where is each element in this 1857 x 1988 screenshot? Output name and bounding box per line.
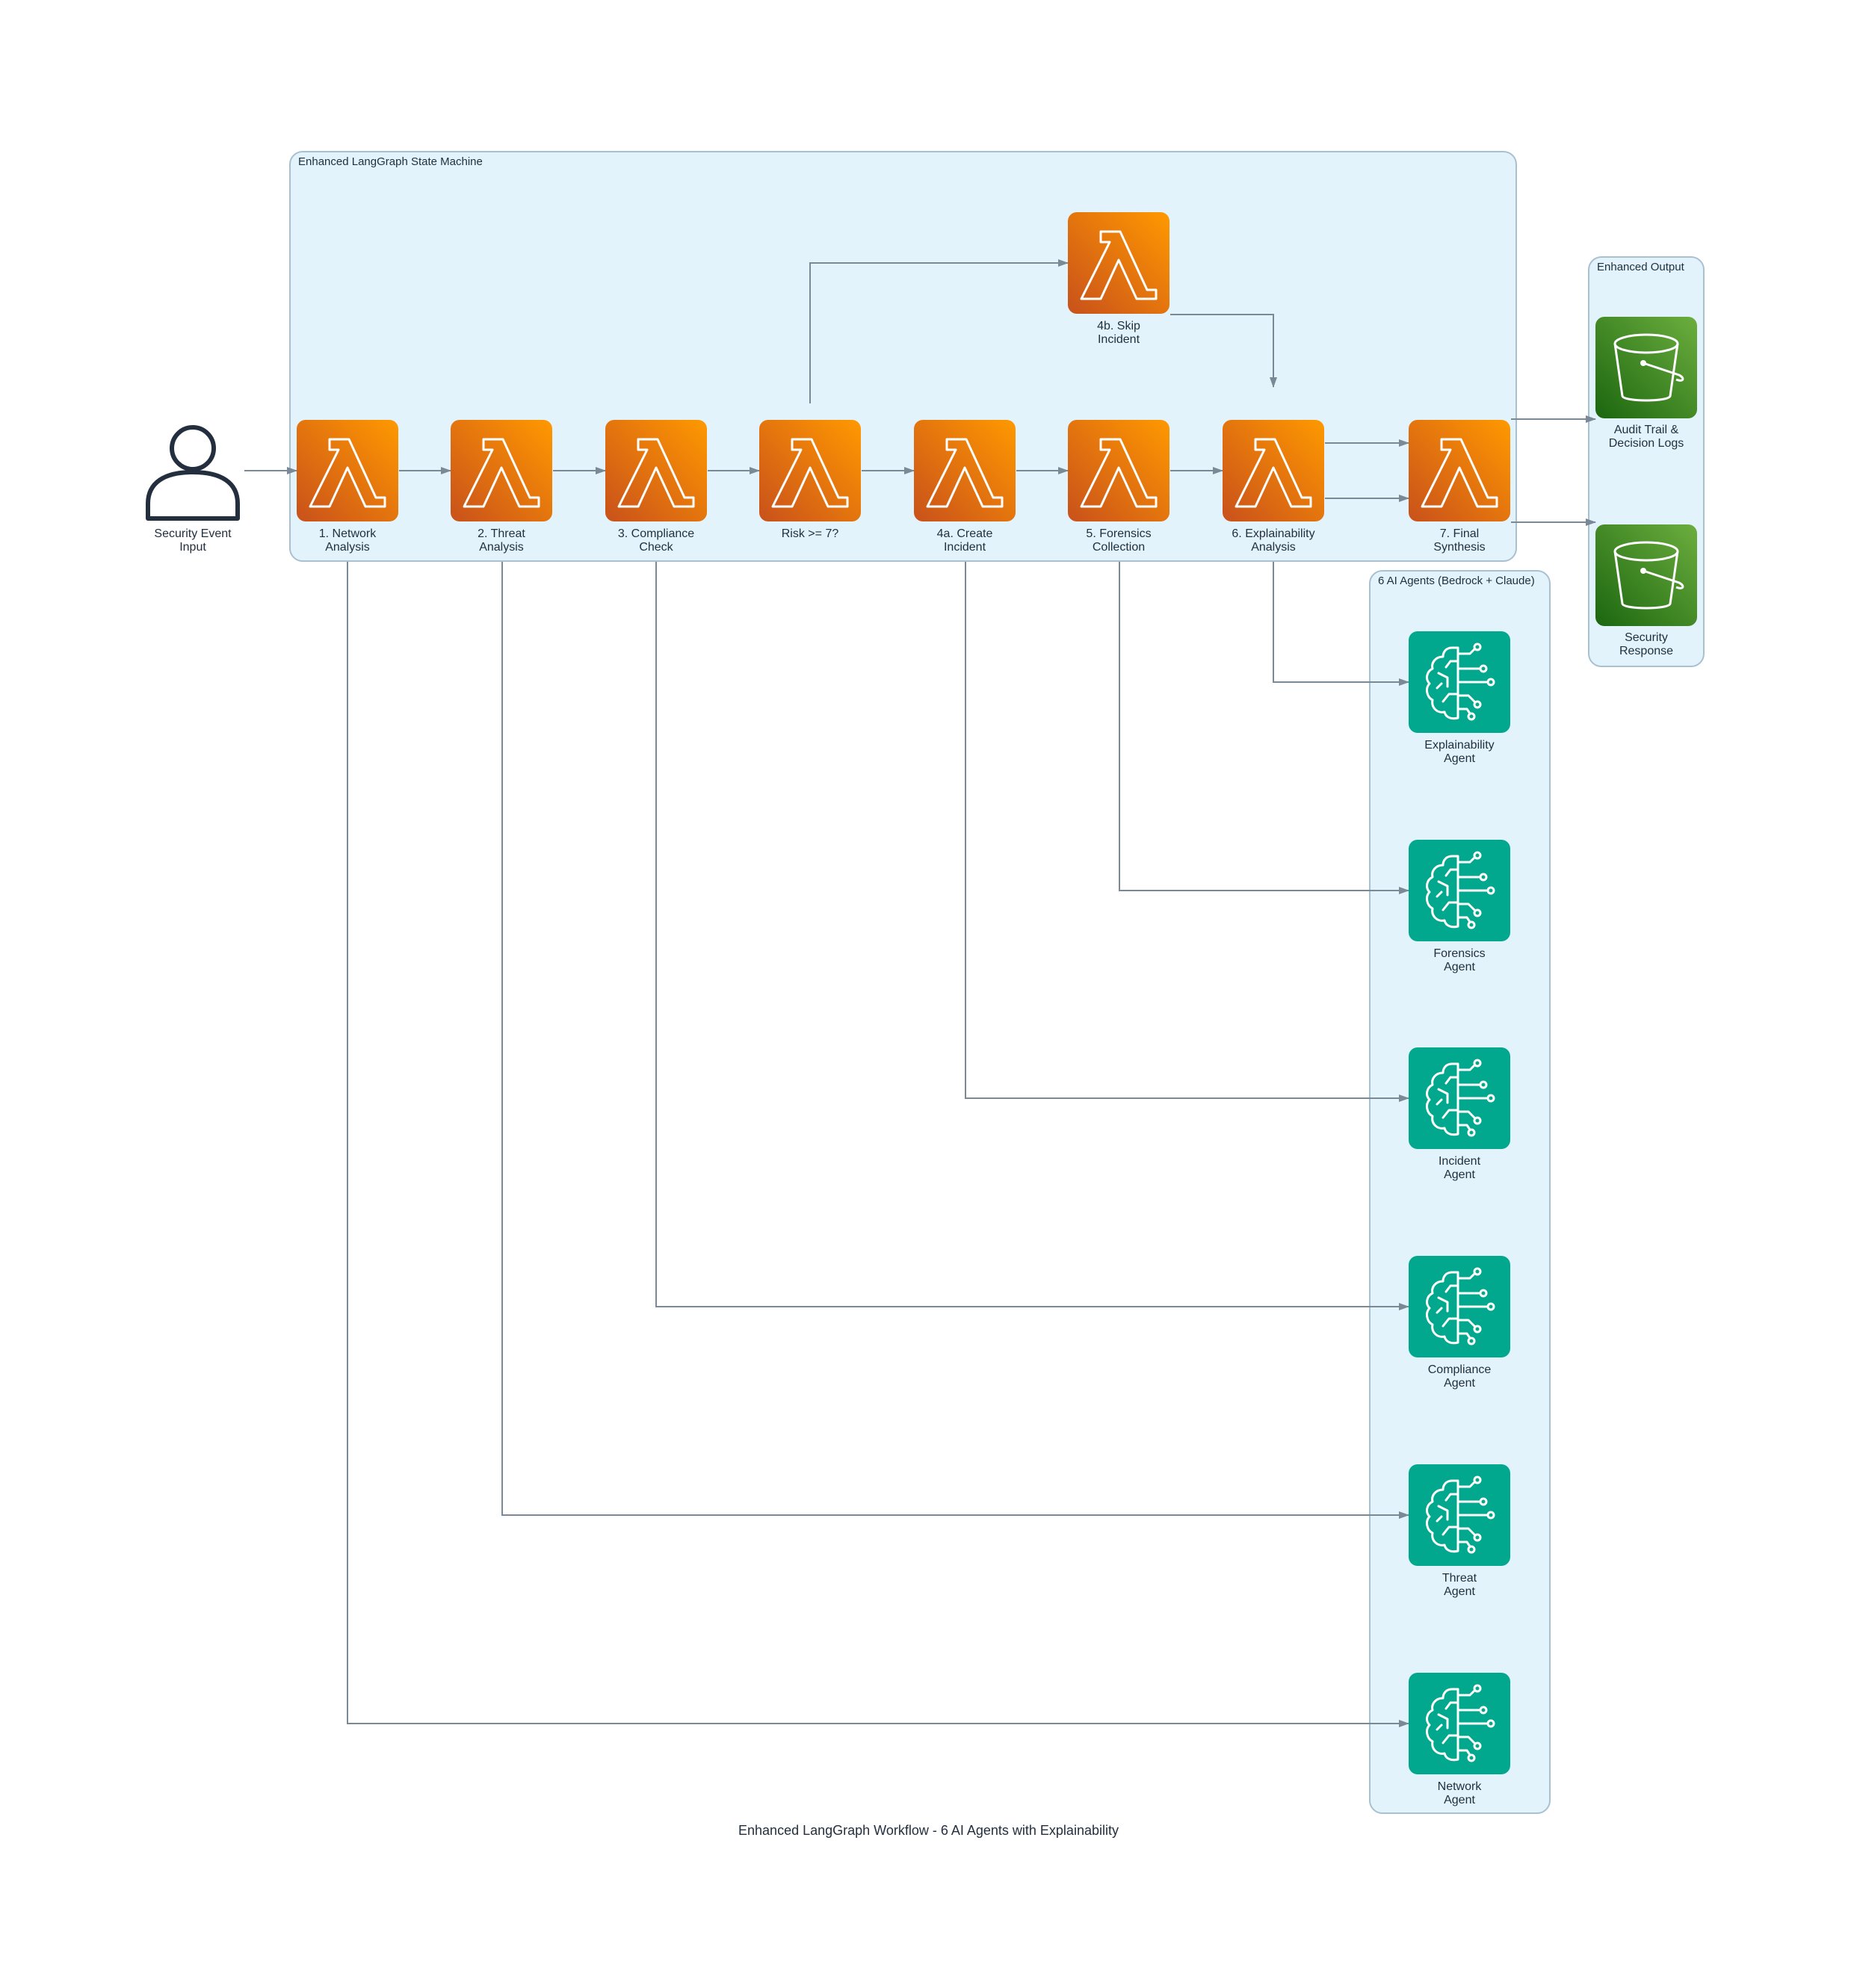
diagram-caption: Enhanced LangGraph Workflow - 6 AI Agent… [738,1823,1119,1838]
network-agent-label: Network Agent [1437,1780,1482,1806]
incident-agent-node[interactable] [1409,1047,1510,1149]
network-agent-node[interactable] [1409,1673,1510,1774]
threat-analysis-label: 2. Threat Analysis [478,527,525,554]
forensics-agent-label: Forensics Agent [1433,947,1486,973]
lambda-icon [1080,230,1158,300]
brain-circuit-icon [1426,1684,1495,1762]
lambda-icon [1421,438,1498,508]
forensics-agent-node[interactable] [1409,840,1510,941]
compliance-check-node[interactable] [605,420,707,521]
explainability-analysis-node[interactable] [1223,420,1324,521]
skip-incident-node[interactable] [1068,212,1169,314]
final-synthesis-node[interactable] [1409,420,1510,521]
forensics-collection-label: 5. Forensics Collection [1086,527,1152,554]
lambda-icon [309,438,386,508]
edge-threat-agent [501,562,1409,1519]
explainability-analysis-label: 6. Explainability Analysis [1232,527,1315,554]
audit-trail-node[interactable] [1595,317,1697,418]
lambda-icon [1080,438,1158,508]
user-icon [146,425,240,521]
edge-skip-explainability [1170,314,1277,388]
agents-cluster: 6 AI Agents (Bedrock + Claude) [1369,570,1551,1814]
security-event-input-label: Security Event Input [154,527,232,554]
explainability-agent-node[interactable] [1409,631,1510,733]
s3-bucket-icon [1613,541,1684,610]
edge-compliance-agent [655,562,1409,1310]
compliance-check-label: 3. Compliance Check [617,527,695,554]
lambda-icon [926,438,1004,508]
edge-network-agent [347,562,1409,1727]
s3-bucket-icon [1613,333,1684,402]
lambda-icon [617,438,695,508]
state-machine-cluster-title: Enhanced LangGraph State Machine [298,155,483,168]
compliance-agent-label: Compliance Agent [1427,1363,1492,1390]
security-response-label: Security Response [1619,631,1674,657]
network-analysis-node[interactable] [297,420,398,521]
threat-agent-node[interactable] [1409,1464,1510,1566]
audit-trail-label: Audit Trail & Decision Logs [1608,424,1684,450]
security-event-input-node[interactable] [142,420,244,521]
incident-agent-label: Incident Agent [1438,1155,1481,1181]
brain-circuit-icon [1426,1475,1495,1554]
edge-explainability-agent [1273,562,1409,686]
network-analysis-label: 1. Network Analysis [318,527,377,554]
brain-circuit-icon [1426,642,1495,721]
risk-decision-node[interactable] [759,420,861,521]
risk-decision-label: Risk >= 7? [781,527,839,540]
brain-circuit-icon [1426,1267,1495,1346]
create-incident-node[interactable] [914,420,1016,521]
threat-analysis-node[interactable] [451,420,552,521]
lambda-icon [771,438,849,508]
brain-circuit-icon [1426,851,1495,929]
brain-circuit-icon [1426,1059,1495,1137]
edge-incident-agent [965,562,1409,1102]
skip-incident-label: 4b. Skip Incident [1097,320,1140,346]
agents-cluster-title: 6 AI Agents (Bedrock + Claude) [1378,575,1535,587]
lambda-icon [1235,438,1312,508]
compliance-agent-node[interactable] [1409,1256,1510,1357]
final-synthesis-label: 7. Final Synthesis [1433,527,1486,554]
security-response-node[interactable] [1595,524,1697,626]
threat-agent-label: Threat Agent [1442,1572,1477,1598]
edge-forensics-agent [1119,562,1409,894]
forensics-collection-node[interactable] [1068,420,1169,521]
create-incident-label: 4a. Create Incident [936,527,993,554]
lambda-icon [463,438,540,508]
edge-risk-skip [809,259,1069,403]
output-cluster-title: Enhanced Output [1597,261,1684,273]
explainability-agent-label: Explainability Agent [1424,739,1495,765]
